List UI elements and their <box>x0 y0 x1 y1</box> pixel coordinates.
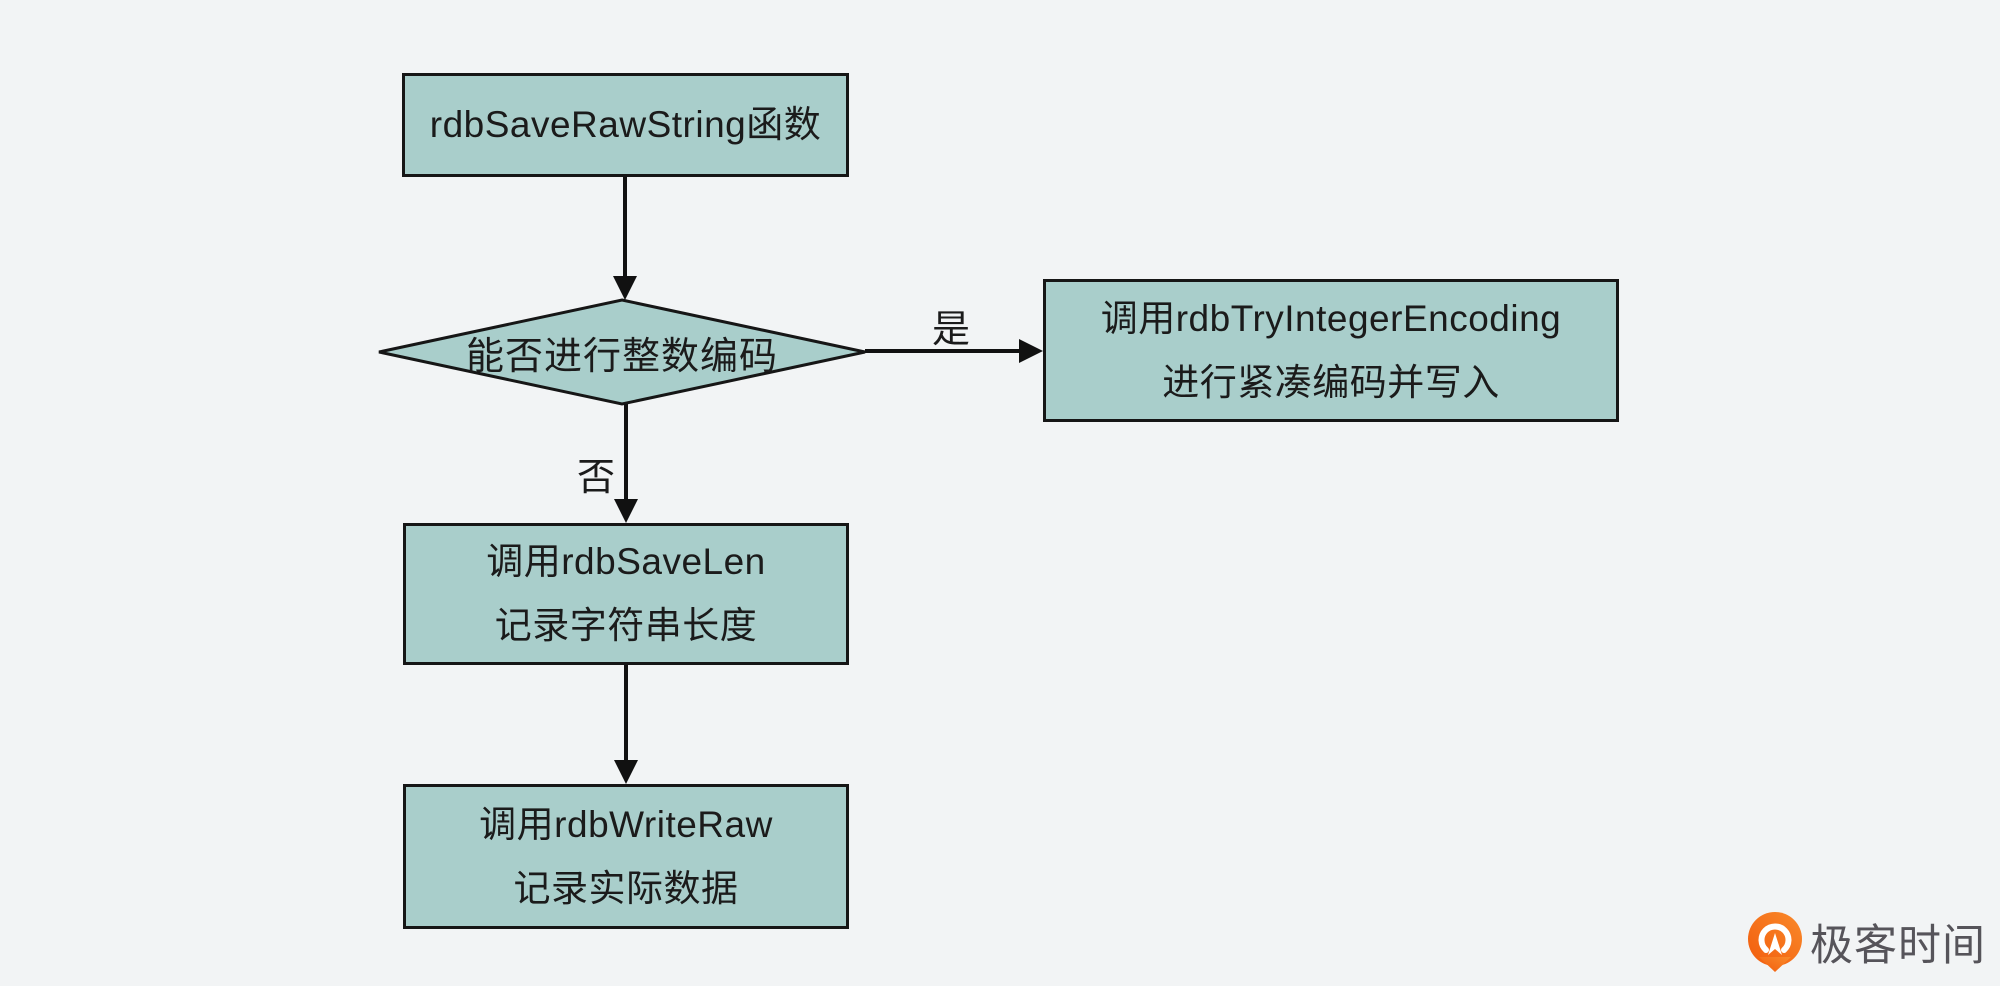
edge-label-no: 否 <box>577 457 616 499</box>
arrow-start-to-decision <box>613 177 637 300</box>
node-label: 能否进行整数编码 <box>465 335 778 378</box>
node-label: rdbSaveRawString函数 <box>429 104 822 146</box>
arrow-decision-to-savelen <box>614 404 638 523</box>
node-rdbtryintegerencoding: 调用rdbTryIntegerEncoding 进行紧凑编码并写入 <box>1043 279 1619 422</box>
node-label-line2: 记录实际数据 <box>513 867 739 909</box>
arrow-decision-to-yes <box>865 339 1043 363</box>
geektime-logo-text: 极客时间 <box>1810 922 1986 970</box>
node-label-line2: 记录字符串长度 <box>494 605 758 646</box>
geektime-logo-icon <box>1748 912 1802 972</box>
decision-diamond <box>378 298 866 406</box>
node-rdbsaverawstring: rdbSaveRawString函数 <box>402 73 849 177</box>
node-rdbsavelen: 调用rdbSaveLen 记录字符串长度 <box>403 523 849 665</box>
node-decision-label: 能否进行整数编码 <box>379 300 865 404</box>
node-label-line2: 进行紧凑编码并写入 <box>1162 361 1500 403</box>
geektime-watermark: 极客时间 <box>1746 911 1986 973</box>
node-label-line1: 调用rdbTryIntegerEncoding <box>1100 297 1562 339</box>
node-label-line1: 调用rdbWriteRaw <box>479 803 773 845</box>
node-label-line1: 调用rdbSaveLen <box>486 541 766 583</box>
arrow-savelen-to-writeraw <box>614 665 638 784</box>
node-rdbwriteraw: 调用rdbWriteRaw 记录实际数据 <box>403 784 849 929</box>
edge-label-yes: 是 <box>932 309 971 351</box>
